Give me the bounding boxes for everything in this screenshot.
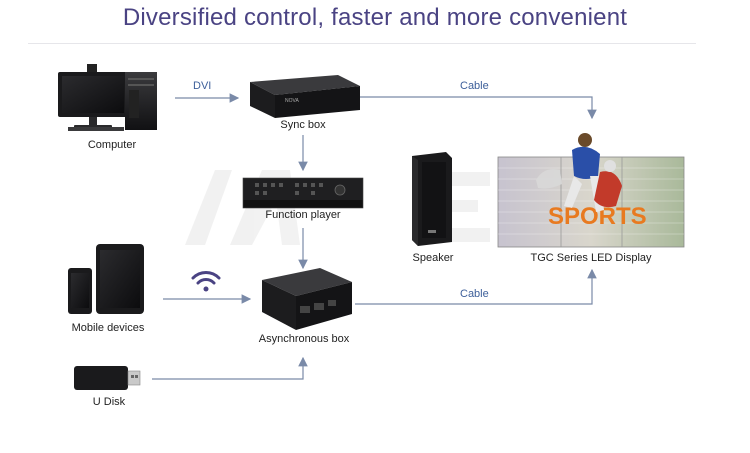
- connector-lines: [152, 93, 597, 380]
- page-title: Diversified control, faster and more con…: [122, 4, 628, 31]
- led-display-label: TGC Series LED Display: [530, 252, 652, 264]
- sync-box-icon: NOVA: [250, 75, 360, 118]
- cable-top-connector: [360, 96, 597, 120]
- led-display-icon: SPORTS: [497, 133, 685, 248]
- speaker-icon: [412, 152, 452, 246]
- dvi-label: DVI: [193, 80, 212, 92]
- udisk-connector: [152, 356, 308, 380]
- asynchronous-box-label: Asynchronous box: [258, 333, 350, 345]
- computer-icon: [58, 64, 157, 131]
- computer-label: Computer: [87, 139, 137, 151]
- mobile-devices-icon: [68, 244, 144, 314]
- cable-bottom-connector: [355, 268, 597, 305]
- u-disk-label: U Disk: [92, 396, 126, 408]
- sync-box-label: Sync box: [280, 119, 326, 131]
- title-divider: [28, 43, 696, 44]
- sync-box-brand: NOVA: [285, 98, 299, 104]
- u-disk-icon: [74, 366, 141, 390]
- mobile-devices-label: Mobile devices: [71, 322, 145, 334]
- cable-top-label: Cable: [460, 80, 489, 92]
- wifi-icon: [191, 271, 221, 292]
- speaker-label: Speaker: [412, 252, 454, 264]
- function-player-label: Function player: [265, 209, 341, 221]
- asynchronous-box-icon: [262, 268, 352, 330]
- function-player-icon: [242, 177, 364, 209]
- cable-bottom-label: Cable: [460, 288, 489, 300]
